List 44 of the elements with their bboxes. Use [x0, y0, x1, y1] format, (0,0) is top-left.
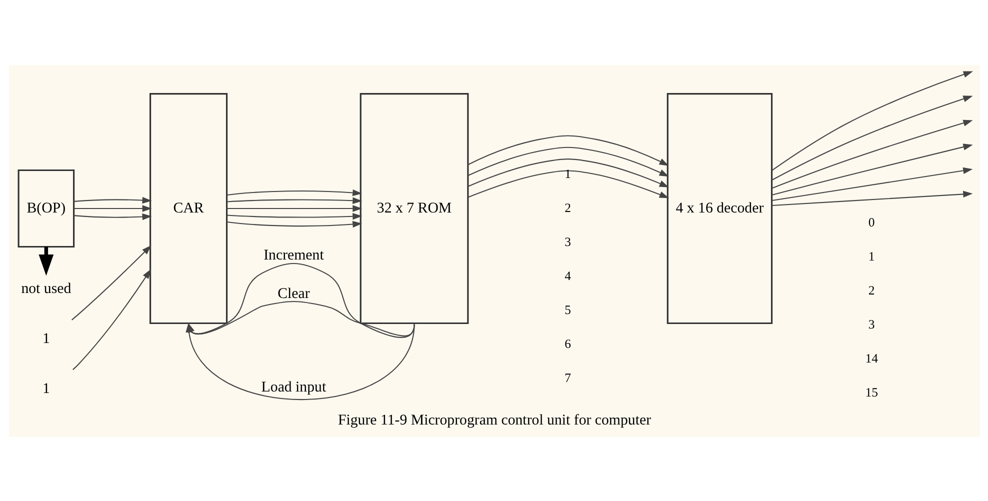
label: 15 [864, 385, 878, 400]
arrow [72, 268, 150, 370]
node-box: B(OP) [17, 168, 74, 248]
edge-label: Load input [260, 378, 326, 395]
arrow [771, 119, 972, 188]
arrow [73, 196, 152, 204]
arrow [226, 188, 362, 196]
label: 3 [868, 317, 874, 332]
node-box: 4 x 16 decoder [666, 92, 772, 324]
arrow [771, 143, 972, 196]
arrow [226, 196, 362, 204]
label: 4 [564, 268, 570, 282]
label: 6 [564, 336, 570, 350]
arrow [226, 204, 362, 212]
node-text: 1 [42, 330, 50, 347]
node-box: CAR [149, 92, 228, 324]
label: 2 [564, 200, 570, 214]
label: 1 [868, 249, 874, 264]
arrow [226, 212, 362, 220]
arrow [73, 212, 152, 220]
edge-label: Clear [277, 285, 310, 302]
arrow [226, 220, 362, 228]
arrow [771, 166, 972, 201]
node-text: not used [20, 280, 71, 297]
arrow [771, 95, 972, 180]
label: 5 [564, 302, 570, 316]
arrow [70, 244, 151, 320]
arrow [772, 190, 972, 206]
arrow [467, 134, 668, 166]
label: 7 [564, 370, 570, 384]
arrow [73, 204, 152, 212]
arrow [467, 158, 668, 187]
arrow [467, 170, 668, 198]
arrow [467, 146, 668, 176]
edge-label: Increment [263, 247, 324, 264]
label: 3 [564, 234, 570, 248]
node-text: 1 [42, 380, 50, 397]
arrow [38, 246, 54, 276]
node-box: 32 x 7 ROM [359, 92, 468, 324]
label: 2 [868, 283, 874, 298]
label: 14 [864, 351, 878, 366]
arrow [771, 70, 972, 170]
label: 0 [868, 215, 874, 230]
caption: Figure 11-9 Microprogram control unit for computer [337, 412, 651, 428]
